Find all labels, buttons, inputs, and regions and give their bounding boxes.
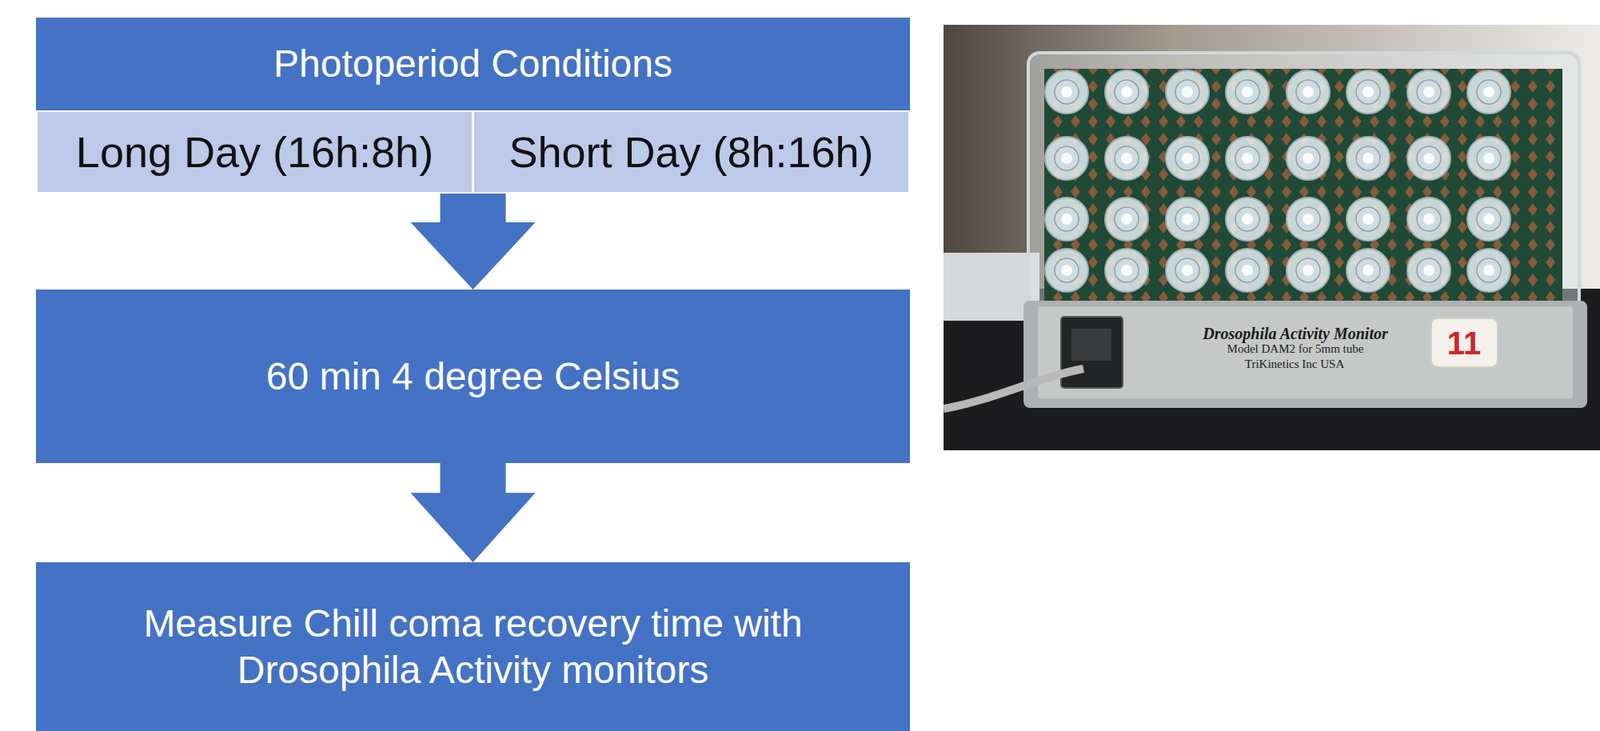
text-wrap: Measure Chill coma recovery time with Dr…: [35, 562, 910, 731]
text-wrap: 60 min 4 degree Celsius: [35, 289, 910, 463]
node-text: Short Day (8h:16h): [508, 126, 874, 179]
activity-monitor-photo: [943, 24, 1600, 451]
header-band: Photoperiod ConditionsLong Day (16h:8h) S…: [35, 17, 910, 194]
block-arrow: [410, 193, 536, 290]
node-text: 60 min 4 degree Celsius: [266, 353, 681, 400]
monitor-number: 11: [1447, 325, 1481, 362]
node-text: Long Day (16h:8h): [75, 126, 434, 179]
node-text: Measure Chill coma recovery time with Dr…: [121, 600, 826, 693]
text-wrap: Long Day (16h:8h): [37, 111, 472, 192]
node-text: Photoperiod Conditions: [273, 40, 673, 88]
device-label: TriKinetics Inc USA: [1244, 357, 1345, 372]
text-wrap: Short Day (8h:16h): [474, 111, 909, 192]
process-box: Measure Chill coma recovery time with Dr…: [35, 562, 910, 731]
condition-cell: Short Day (8h:16h): [472, 110, 910, 194]
text-wrap: Photoperiod Conditions: [35, 17, 910, 110]
process-box: 60 min 4 degree Celsius: [35, 289, 910, 463]
device-label: Drosophila Activity Monitor: [1202, 324, 1389, 344]
condition-cell: Long Day (16h:8h): [35, 110, 474, 194]
block-arrow: [410, 462, 536, 563]
device-label: Model DAM2 for 5mm tube: [1227, 342, 1365, 356]
